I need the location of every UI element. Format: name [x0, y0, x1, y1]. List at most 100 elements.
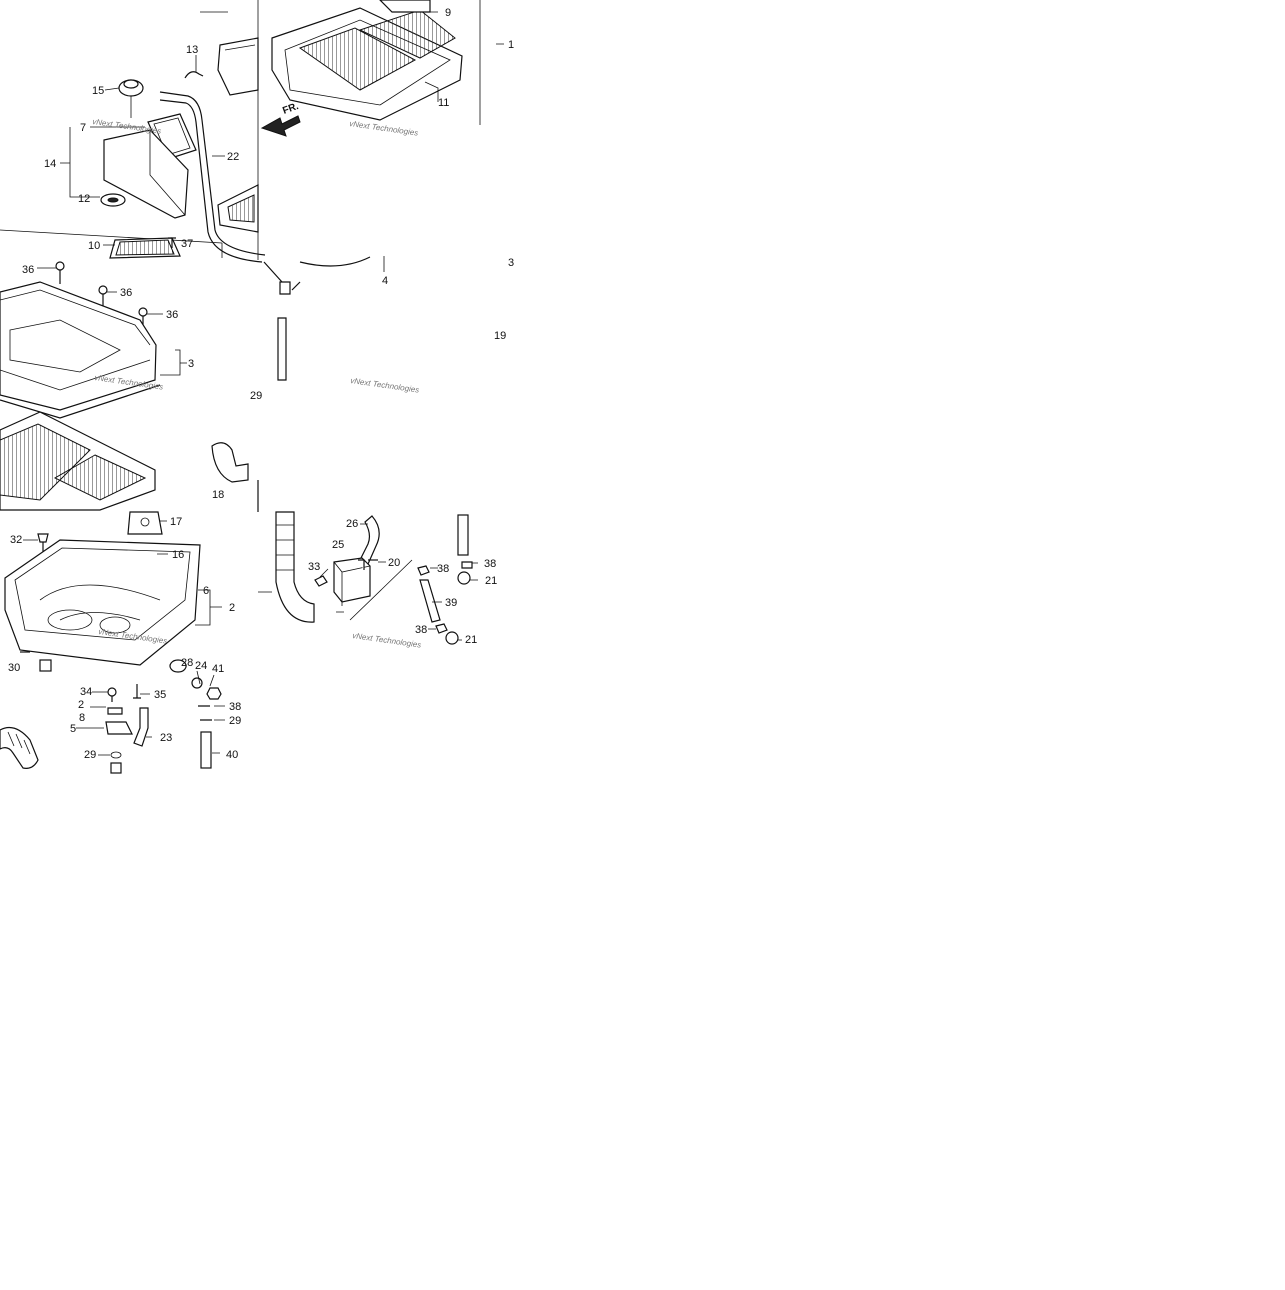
callout-4: 4: [382, 275, 388, 287]
callout-3: 3: [188, 358, 194, 370]
corrugated-hose-part: [275, 511, 315, 623]
callout-6: 6: [203, 585, 209, 597]
callout-38: 38: [437, 563, 449, 575]
callout-15: 15: [92, 85, 104, 97]
bolt-part: [55, 261, 148, 330]
callout-2: 2: [229, 602, 235, 614]
callout-38: 38: [484, 558, 496, 570]
elbow-hose-part: [211, 442, 249, 483]
callout-17: 17: [170, 516, 182, 528]
connector-part: [279, 281, 291, 295]
clamp-part: [417, 565, 430, 576]
callout-14: 14: [44, 158, 56, 170]
callout-29: 29: [84, 749, 96, 761]
callout-19: 19: [494, 330, 506, 342]
callout-29: 29: [250, 390, 262, 402]
callout-40: 40: [226, 749, 238, 761]
callout-18: 18: [212, 489, 224, 501]
flange-part: [127, 511, 163, 535]
callout-labels: 1 2 2 3 3 4 5 6 7 8 9 10 11 12 13 14 15 …: [8, 7, 514, 761]
cap-part: [445, 631, 459, 645]
callout-21: 21: [465, 634, 477, 646]
front-marker-label: FR.: [281, 101, 300, 117]
callout-38: 38: [415, 624, 427, 636]
callout-22: 22: [227, 151, 239, 163]
chamber-part: [333, 557, 371, 603]
corrugated-hose-part: [0, 727, 39, 769]
callout-20: 20: [388, 557, 400, 569]
watermark-text: vNext Technologies: [352, 631, 422, 650]
callout-35: 35: [154, 689, 166, 701]
callout-5: 5: [70, 723, 76, 735]
hose-clip-part: [184, 71, 204, 79]
clamp-part: [435, 623, 448, 634]
callout-24: 24: [195, 660, 207, 672]
clip-part: [110, 751, 122, 759]
screw-part: [107, 687, 117, 697]
air-cleaner-case-part: [4, 539, 201, 666]
callout-8: 8: [79, 712, 85, 724]
callout-36: 36: [22, 264, 34, 276]
callout-34: 34: [80, 686, 92, 698]
callout-1: 1: [508, 39, 514, 51]
valve-part: [118, 79, 144, 118]
callout-2: 2: [78, 699, 84, 711]
callout-30: 30: [8, 662, 20, 674]
cap-part: [457, 571, 471, 585]
callout-21: 21: [485, 575, 497, 587]
sensor-part: [105, 721, 133, 735]
air-cleaner-cover-part: [0, 281, 157, 411]
callout-13: 13: [186, 44, 198, 56]
hose-part: [457, 514, 469, 556]
callout-28: 28: [181, 657, 193, 669]
leader-lines: [23, 11, 504, 756]
clamp-part: [461, 561, 473, 569]
callout-36: 36: [120, 287, 132, 299]
callout-3: 3: [508, 257, 514, 269]
callout-37: 37: [181, 238, 193, 250]
callout-12: 12: [78, 193, 90, 205]
callout-11: 11: [438, 97, 449, 109]
washer-part: [191, 677, 203, 689]
hose-part: [359, 515, 380, 565]
callout-16: 16: [172, 549, 184, 561]
tube-part: [133, 707, 149, 747]
housing-edge: [299, 256, 371, 267]
breather-tube-part: [159, 91, 266, 256]
tube-part: [277, 317, 287, 381]
bolt-part: [133, 684, 141, 699]
clip-part: [198, 705, 212, 721]
callout-10: 10: [88, 240, 100, 252]
hose-part: [419, 579, 441, 623]
nut-part: [206, 687, 222, 700]
callout-9: 9: [445, 7, 451, 19]
callout-26: 26: [346, 518, 358, 530]
front-arrow-icon: [260, 115, 301, 137]
screw-part: [314, 575, 328, 587]
callout-38: 38: [229, 701, 241, 713]
callout-29: 29: [229, 715, 241, 727]
gasket-part: [379, 0, 431, 13]
screw-part: [168, 237, 176, 248]
watermark-text: vNext Technologies: [92, 117, 162, 136]
cap-part: [39, 659, 52, 672]
callout-23: 23: [160, 732, 172, 744]
watermark-text: vNext Technologies: [350, 376, 420, 395]
callout-33: 33: [308, 561, 320, 573]
callout-41: 41: [212, 663, 224, 675]
watermark-text: vNext Technologies: [349, 119, 419, 138]
hose-part: [200, 731, 212, 769]
callout-36: 36: [166, 309, 178, 321]
grommet-part: [169, 659, 187, 673]
panel-divider-line: [0, 229, 223, 244]
callout-25: 25: [332, 539, 344, 551]
resonator-part: [217, 37, 259, 96]
bolt-part: [37, 533, 49, 543]
cap-part: [110, 762, 122, 774]
gasket-part: [107, 707, 123, 715]
callout-7: 7: [80, 122, 86, 134]
breather-tube-part: [159, 99, 263, 263]
callout-39: 39: [445, 597, 457, 609]
